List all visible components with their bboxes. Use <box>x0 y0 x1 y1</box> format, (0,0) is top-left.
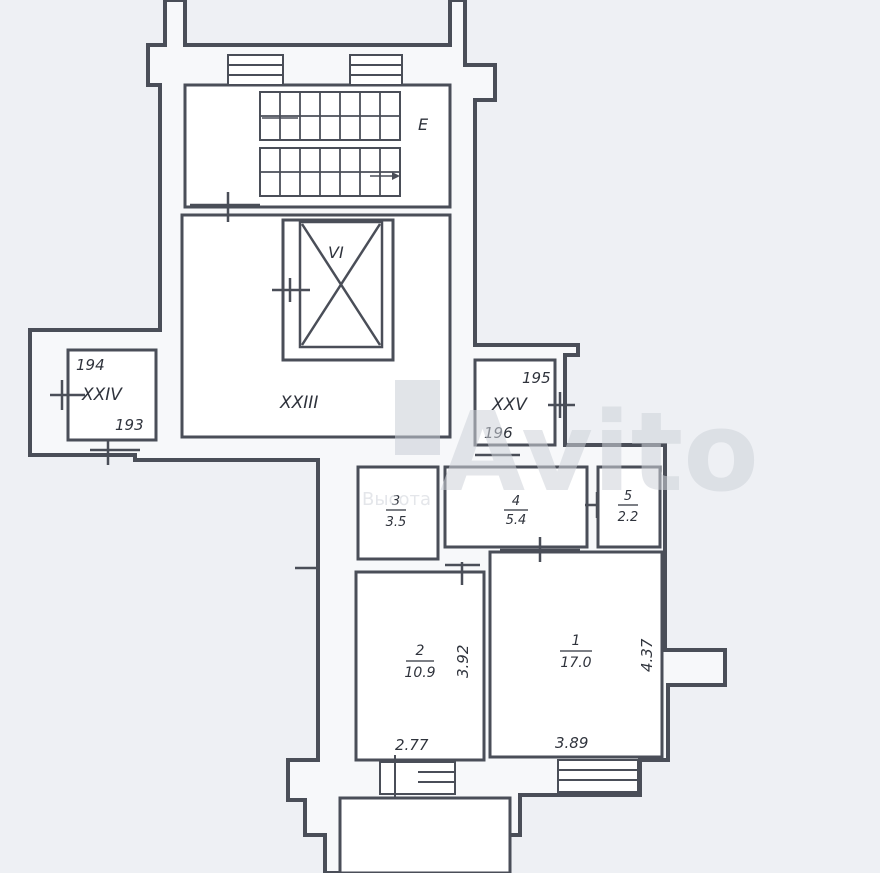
door-marks <box>295 492 599 585</box>
room-4-label: 4 5.4 <box>504 494 528 528</box>
room-3 <box>356 465 440 561</box>
watermark-agency: Высота <box>362 489 431 510</box>
bottom-windows <box>379 755 639 805</box>
room-2-label: 2 10.9 <box>404 643 435 681</box>
room-2-area: 10.9 <box>404 665 435 681</box>
room-5 <box>596 465 662 549</box>
room-xxv <box>473 358 557 447</box>
room-xxv-top-num: 195 <box>522 369 551 387</box>
room-1-num: 1 <box>572 633 581 649</box>
watermark-brand: Avito <box>440 388 759 516</box>
hall-label: XXIII <box>279 393 318 413</box>
room-2 <box>354 570 486 762</box>
room-1-height-dim: 4.37 <box>638 638 656 672</box>
watermark-building-icon <box>395 380 440 455</box>
room-xxv-bottom-num: 196 <box>484 424 513 442</box>
room-2-width-dim: 2.77 <box>395 736 429 754</box>
stairs <box>259 91 401 197</box>
room-4-area: 5.4 <box>506 513 527 528</box>
room-1-label: 1 17.0 <box>560 633 592 671</box>
room-4-num: 4 <box>512 494 520 509</box>
room-3-area: 3.5 <box>386 515 407 530</box>
room-1-width-dim: 3.89 <box>555 734 588 752</box>
stair-windows <box>227 54 403 86</box>
elevator-label: VI <box>328 243 344 262</box>
room-xxiv-bottom-num: 193 <box>115 416 144 434</box>
room-5-label: 5 2.2 <box>618 489 639 525</box>
room-xxiv-label: XXIV <box>81 385 123 405</box>
stair-label: E <box>418 115 429 134</box>
room-3-label: 3 3.5 <box>386 494 407 530</box>
room-xxiv-top-num: 194 <box>76 356 105 374</box>
room-2-height-dim: 3.92 <box>454 645 472 678</box>
room-xxv-label: XXV <box>491 395 528 415</box>
balcony <box>338 796 512 873</box>
room-3-num: 3 <box>392 494 400 509</box>
room-5-area: 2.2 <box>618 510 639 525</box>
room-2-num: 2 <box>416 643 425 659</box>
room-1-area: 17.0 <box>560 655 591 671</box>
room-5-num: 5 <box>624 489 632 504</box>
watermark: Avito Высота <box>362 380 759 516</box>
room-4 <box>443 465 589 549</box>
room-1 <box>488 550 664 759</box>
